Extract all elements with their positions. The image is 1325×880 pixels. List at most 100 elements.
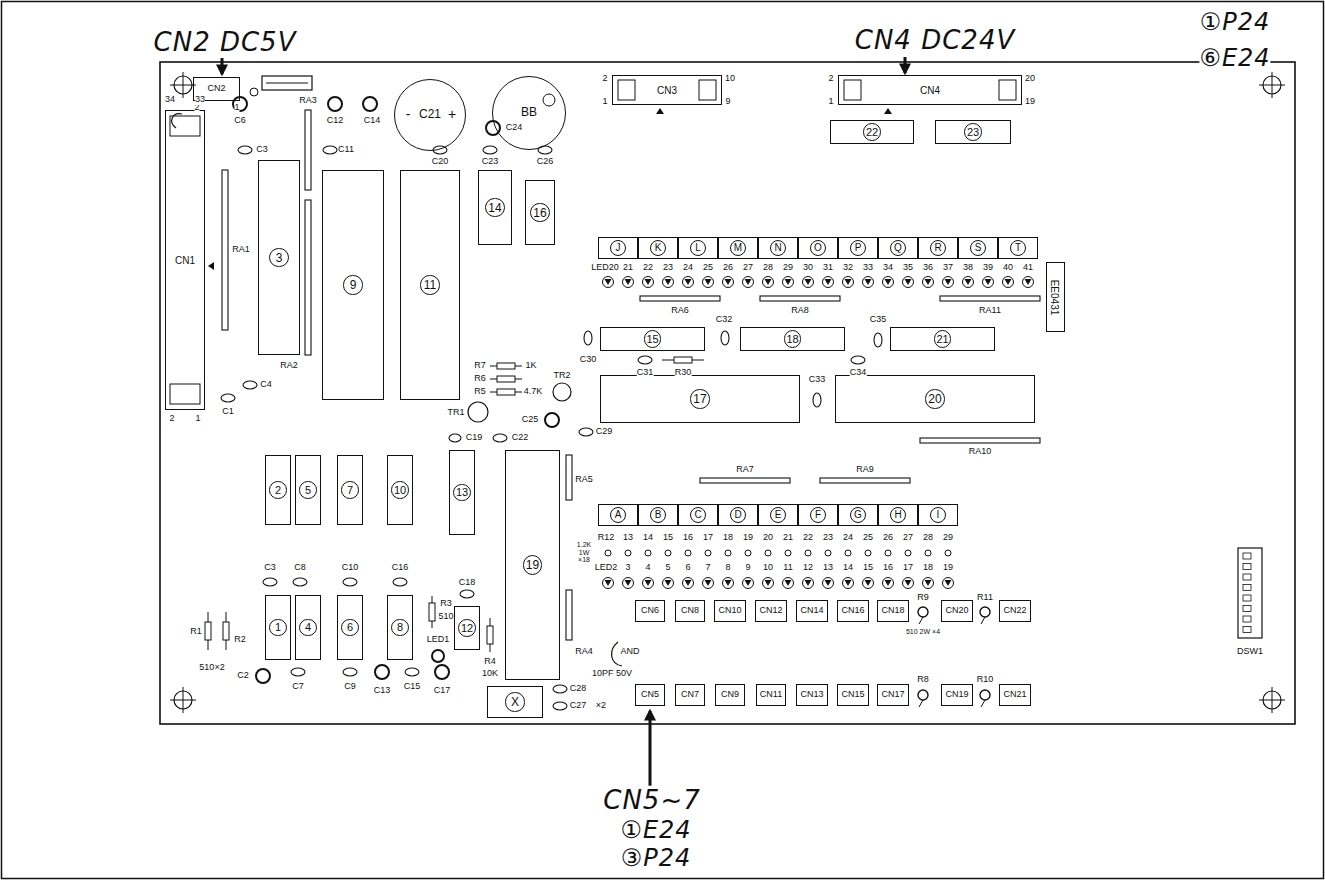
silkscreen-label: C8 <box>294 563 306 573</box>
part-label: CN12 <box>759 606 782 616</box>
silkscreen-label: 18 <box>723 533 733 543</box>
silkscreen-label: 17 <box>703 533 713 543</box>
led-bar: D <box>718 504 758 526</box>
part-number: 8 <box>391 619 409 637</box>
led-symbol <box>723 277 734 288</box>
resistor-lead <box>981 617 985 624</box>
silkscreen-label: C35 <box>870 315 887 325</box>
silkscreen-label: C14 <box>364 116 381 126</box>
part-label: CN3 <box>657 85 677 96</box>
silkscreen-label: C32 <box>716 315 733 325</box>
resistor-array <box>640 296 720 301</box>
silkscreen-label: 33 <box>863 263 873 273</box>
silkscreen-label: 14 <box>643 533 653 543</box>
ceramic-capacitor <box>553 702 567 710</box>
ic-chip: 1 <box>265 595 291 660</box>
silkscreen-label: R3 <box>440 599 452 609</box>
resistor-array <box>305 200 311 355</box>
led-symbol <box>703 578 714 589</box>
part-label: Q <box>890 240 906 256</box>
part-number: 17 <box>690 389 709 408</box>
ic-chip: 23 <box>935 120 1011 144</box>
led-symbol <box>703 277 714 288</box>
callout-text: ①E24 <box>620 817 691 843</box>
led-triangle <box>825 279 832 285</box>
led-symbol <box>763 277 774 288</box>
ic-chip: 11 <box>400 170 460 400</box>
silkscreen-label: C12 <box>327 116 344 126</box>
led-triangle <box>645 580 652 586</box>
silkscreen-label: 18 <box>923 563 933 573</box>
silkscreen-label: C22 <box>512 433 529 443</box>
ceramic-capacitor <box>243 381 257 389</box>
part-label: EE0431 <box>1050 279 1061 315</box>
silkscreen-label: C26 <box>537 157 554 167</box>
silkscreen-label: 19 <box>743 533 753 543</box>
led-symbol <box>1003 277 1014 288</box>
part-number: 16 <box>530 203 549 222</box>
silkscreen-label: 27 <box>743 263 753 273</box>
silkscreen-label: 24 <box>843 533 853 543</box>
led-symbol <box>743 277 754 288</box>
resistor-array <box>566 590 572 640</box>
resistor-pad <box>705 550 711 556</box>
ceramic-capacitor <box>433 146 447 154</box>
silkscreen-label: 8 <box>725 563 730 573</box>
resistor-array <box>222 170 228 330</box>
silkscreen-label: C6 <box>234 116 246 126</box>
part-number: 19 <box>523 555 542 574</box>
led-triangle <box>925 279 932 285</box>
ceramic-capacitor <box>293 578 307 586</box>
ic-chip: 21 <box>890 327 995 351</box>
resistor-lead <box>981 700 985 707</box>
led-triangle <box>1005 279 1012 285</box>
led-bar: K <box>638 237 678 259</box>
led-symbol <box>843 578 854 589</box>
led-symbol <box>843 277 854 288</box>
silkscreen-label: 1K <box>525 361 536 371</box>
callout-arrow <box>221 58 224 74</box>
resistor-pad <box>645 550 651 556</box>
led-triangle <box>765 580 772 586</box>
silkscreen-label: 34 <box>883 263 893 273</box>
led-bar: I <box>918 504 958 526</box>
part-number: 3 <box>269 248 288 267</box>
led-bar: P <box>838 237 878 259</box>
pin1-marker <box>656 108 664 114</box>
silkscreen-label: C16 <box>392 563 409 573</box>
connector: CN1 <box>165 110 205 410</box>
ic-chip: 19 <box>505 450 560 680</box>
silkscreen-label: C29 <box>596 427 613 437</box>
silkscreen-label: 14 <box>843 563 853 573</box>
silkscreen-label: C13 <box>374 686 391 696</box>
part-label: CN10 <box>718 606 741 616</box>
connector-socket: CN17 <box>877 684 908 706</box>
silkscreen-label: 510×2 <box>199 663 224 673</box>
silkscreen-label: R5 <box>474 387 486 397</box>
part-number: 10 <box>391 481 409 499</box>
callout-text: CN5~7 <box>603 786 700 815</box>
silkscreen-label: 39 <box>983 263 993 273</box>
ceramic-capacitor <box>449 434 461 442</box>
ic-chip: 2 <box>265 455 291 525</box>
silkscreen-label: 2 <box>602 74 607 84</box>
silkscreen-label: DSW1 <box>1237 647 1263 657</box>
part-number: X <box>505 692 524 711</box>
resistor-array <box>760 296 840 301</box>
connector-socket: CN5 <box>635 684 665 706</box>
silkscreen-label: R7 <box>474 361 486 371</box>
part-label: I <box>930 507 946 523</box>
part-label: CN1 <box>175 255 195 266</box>
ic-chip: 12 <box>454 606 480 650</box>
connector-socket: CN7 <box>675 684 705 706</box>
part-label: CN22 <box>1003 606 1026 616</box>
silkscreen-label: C9 <box>344 682 356 692</box>
silkscreen-label: 3 <box>625 563 630 573</box>
jumper-wire <box>172 114 182 128</box>
ceramic-capacitor <box>460 590 474 598</box>
power-resistor <box>980 607 990 617</box>
part-label: C <box>690 507 706 523</box>
part-label: CN6 <box>641 606 659 616</box>
connector-latch <box>844 80 861 100</box>
